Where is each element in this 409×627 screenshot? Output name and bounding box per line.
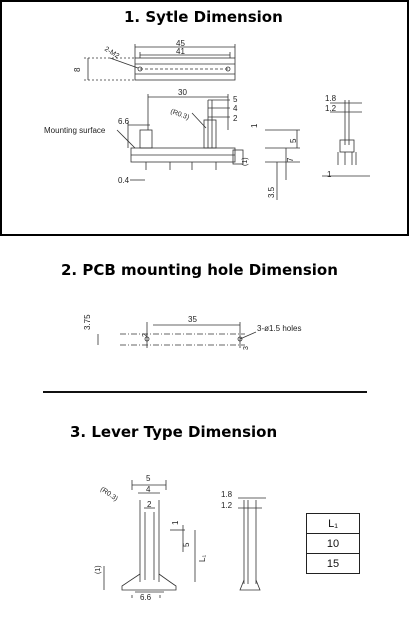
slide-pot-outline-drawing: 45 41 2-M2 8 30 5 4 (R0.3) 2 6.6 Mountin… (44, 39, 370, 200)
dim-1-label: 1 (250, 123, 259, 128)
side-18-label: 1.8 (325, 94, 337, 103)
side-12-label: 1.2 (325, 104, 337, 113)
pcb-dim-2-label: 2 (142, 333, 149, 337)
pcb-dim-35-label: 35 (188, 315, 197, 324)
pcb-dim-3-label: 3 (243, 346, 250, 350)
pcb-holes-label: 3-ø1.5 holes (257, 324, 301, 333)
lever-length-table: L₁ 10 15 (306, 513, 360, 574)
pcb-hole-drawing: 3.75 35 3-ø1.5 holes 2 3 (83, 314, 301, 350)
dim-7-label: 7 (286, 157, 295, 162)
lever-dim-r03-label: (R0.3) (99, 486, 119, 503)
dim-04-label: 0.4 (118, 176, 130, 185)
dim-5b-label: 5 (289, 138, 298, 143)
section1-title: 1. Sytle Dimension (124, 8, 283, 26)
lever-dim-2-label: 2 (147, 500, 152, 509)
table-cell: 15 (306, 553, 360, 574)
dim-8-label: 8 (73, 67, 82, 72)
side-1-label: 1 (327, 170, 332, 179)
dim-5-label: 5 (233, 95, 238, 104)
dim-66-label: 6.6 (118, 117, 130, 126)
lever-dim-1p-label: (1) (95, 565, 102, 574)
dim-4-label: 4 (233, 104, 238, 113)
lever-dim-4-label: 4 (146, 485, 151, 494)
lever-type-drawing: 5 4 (R0.3) 2 1 5 L₁ (1) 6.6 1.8 1.2 (95, 474, 266, 602)
lever-dim-l1-label: L₁ (198, 555, 207, 562)
section3-title: 3. Lever Type Dimension (70, 423, 278, 441)
table-row: L₁ (306, 513, 360, 534)
section-divider (43, 391, 367, 393)
lever-side-18-label: 1.8 (221, 490, 233, 499)
table-row: 15 (306, 553, 360, 574)
dim-41-label: 41 (176, 47, 185, 56)
table-cell: 10 (306, 533, 360, 554)
section2-title: 2. PCB mounting hole Dimension (61, 261, 338, 279)
section1-frame (0, 0, 409, 236)
table-header-cell: L₁ (306, 513, 360, 534)
table-row: 10 (306, 533, 360, 554)
lever-dim-5b-label: 5 (182, 542, 191, 547)
dim-45-label: 45 (176, 39, 185, 48)
dim-30-label: 30 (178, 88, 187, 97)
pcb-dim-375-label: 3.75 (83, 314, 92, 330)
mounting-surface-label: Mounting surface (44, 126, 106, 135)
lever-side-12-label: 1.2 (221, 501, 233, 510)
dim-r03-label: (R0.3) (169, 108, 190, 121)
dim-35-label: 3.5 (267, 186, 276, 198)
dim-2-label: 2 (233, 114, 238, 123)
dim-1p-label: (1) (242, 157, 249, 166)
lever-dim-5-label: 5 (146, 474, 151, 483)
lever-dim-1-label: 1 (171, 520, 180, 525)
lever-dim-66-label: 6.6 (140, 593, 152, 602)
